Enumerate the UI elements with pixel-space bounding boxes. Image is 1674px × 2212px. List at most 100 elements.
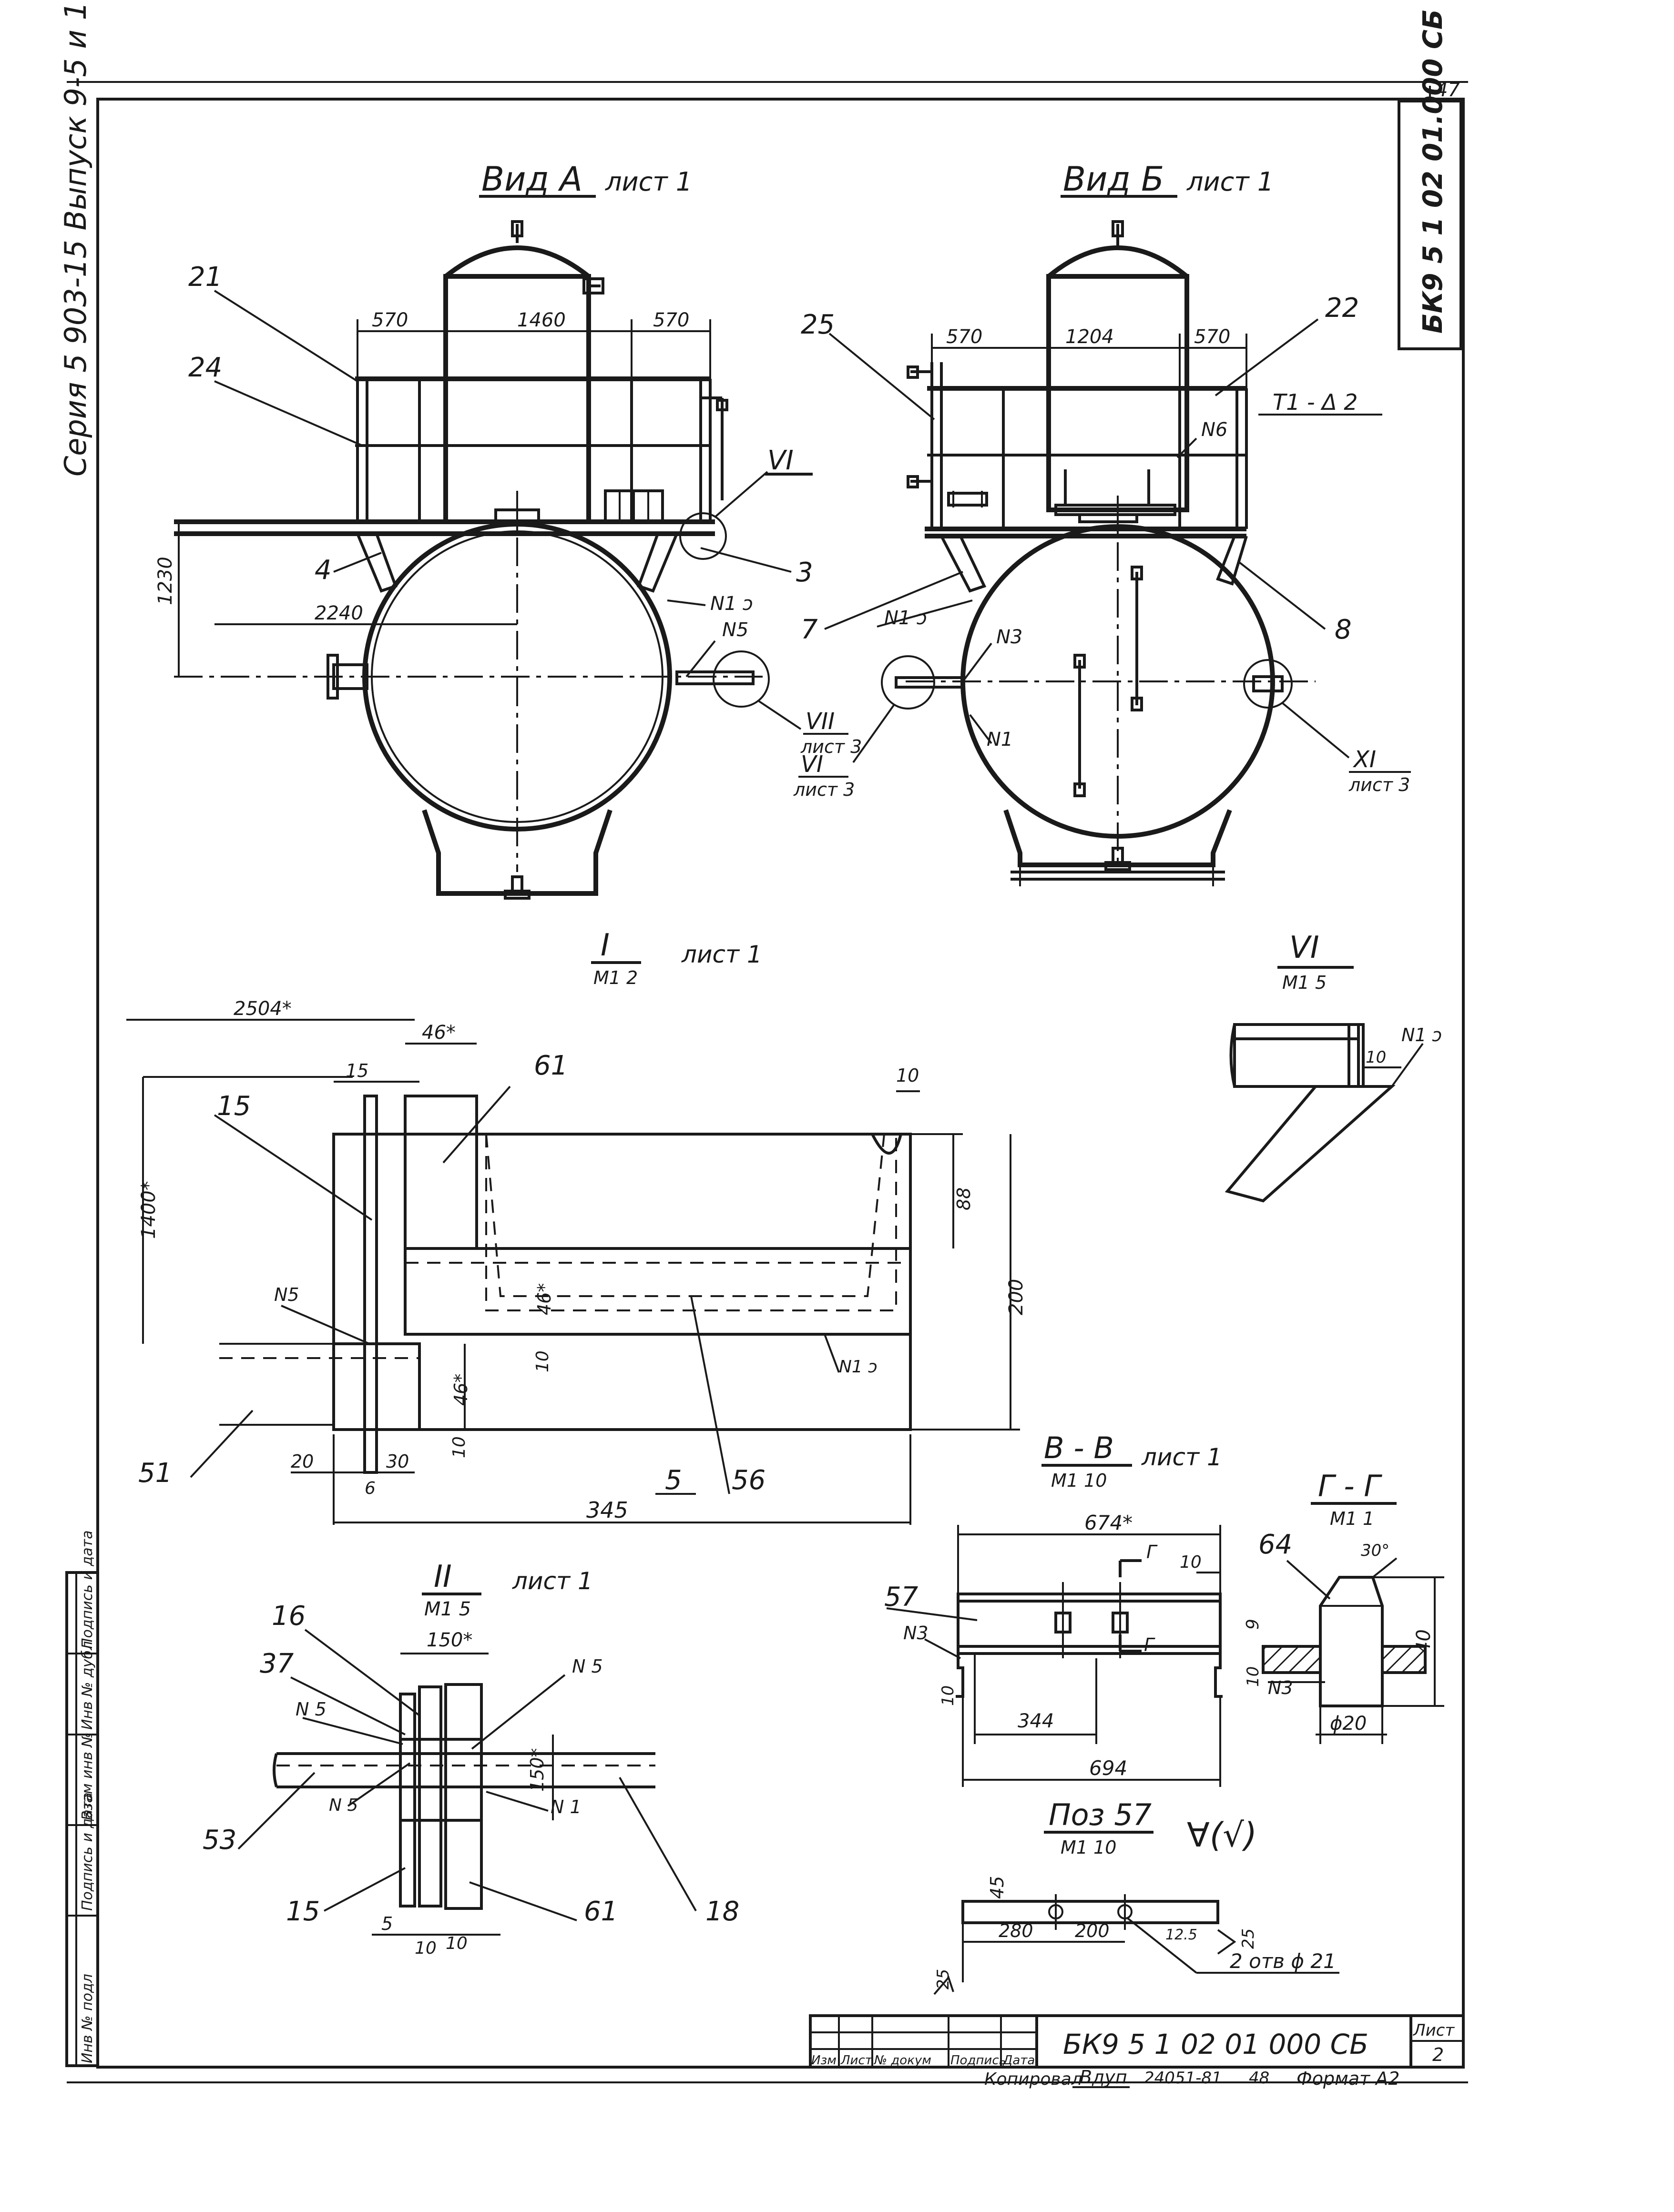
view-b-detail-vi-sheet: лист 3	[793, 779, 855, 800]
view-a-detail-vi: VI	[767, 445, 794, 476]
section-bb-cut-g-top: Г	[1146, 1542, 1158, 1563]
poz57-holes-note: 2 отв ϕ 21	[1230, 1949, 1336, 1973]
view-a-title: Вид А	[481, 160, 582, 199]
section-gg-dim-40: 40	[1413, 1629, 1435, 1654]
view-a-callout-21: 21	[188, 262, 222, 293]
view-a-dim-2240: 2240	[315, 602, 363, 624]
section-1-callout-n1: N1 ɔ	[839, 1357, 878, 1377]
section-1: I М1 2 лист 1 2504* 46* 15 10	[126, 928, 1027, 1525]
section-gg-dim-phi20: ϕ20	[1330, 1713, 1367, 1735]
poz57-title: Поз 57	[1049, 1797, 1152, 1832]
section-bb-dim-674: 674*	[1084, 1511, 1133, 1534]
section-2-callout-53: 53	[203, 1825, 236, 1856]
view-b-callout-t1: T1 - Δ 2	[1273, 389, 1358, 415]
view-b-callout-n6: N6	[1201, 419, 1227, 441]
strip-sign-date-1: Подпись и дата	[79, 1793, 96, 1911]
section-6-scale: М1 5	[1282, 972, 1327, 993]
poz57-roughness: ∀(√)	[1187, 1816, 1257, 1855]
poz57: Поз 57 М1 10 ∀(√) 45 280 200 25 25 12.5 …	[933, 1797, 1339, 1995]
section-1-dim-10-low: 10	[449, 1436, 469, 1458]
section-2: II М1 5 лист 1 150* 150* 5 10 10 16 37 N…	[203, 1559, 739, 1958]
section-6-callout-n1: N1 ɔ	[1401, 1025, 1442, 1045]
section-bb-dim-10-side: 10	[939, 1685, 958, 1706]
section-2-dim-150-top: 150*	[427, 1629, 472, 1651]
view-b-callout-22: 22	[1325, 293, 1359, 324]
poz57-dim-200: 200	[1075, 1920, 1110, 1941]
title-col-doc: № докум	[873, 2053, 931, 2068]
view-a-callout-3: 3	[796, 557, 813, 588]
section-1-dim-1400: 1400*	[138, 1181, 160, 1239]
view-a-dim-570-right: 570	[653, 309, 689, 331]
view-a-callout-n5: N5	[722, 619, 748, 641]
view-a-dim-1230: 1230	[154, 557, 176, 605]
view-b-callout-8: 8	[1335, 614, 1352, 645]
footer-order: 24051-81	[1144, 2069, 1222, 2088]
view-a-callout-24: 24	[188, 352, 222, 383]
section-bb-callout-57: 57	[884, 1582, 919, 1613]
section-2-dim-150-side: 150*	[527, 1748, 548, 1792]
section-2-callout-n5-low: N 5	[329, 1796, 358, 1815]
section-gg-dim-30deg: 30°	[1361, 1541, 1389, 1560]
section-1-dim-10-top: 10	[896, 1065, 919, 1086]
poz57-dim-25-right: 25	[1239, 1928, 1258, 1949]
section-2-scale: М1 5	[424, 1598, 471, 1620]
view-b: Вид Б лист 1	[793, 160, 1411, 886]
view-b-callout-25: 25	[801, 309, 835, 340]
view-b-dim-1204: 1204	[1065, 326, 1114, 348]
footer-num: 48	[1249, 2069, 1269, 2088]
view-b-dim-570-right: 570	[1194, 326, 1230, 348]
section-1-callout-56: 56	[732, 1465, 766, 1496]
footer: Копировал Вдуп 24051-81 48 Формат А2	[984, 2067, 1399, 2089]
section-1-dim-46-low: 46*	[450, 1374, 471, 1406]
view-a-detail-vii: VII	[806, 708, 835, 735]
title-col-sign: Подпись	[950, 2053, 1006, 2068]
section-1-dim-6: 6	[365, 1479, 376, 1498]
side-code-text: БК9 5 1 02 01.000 СБ	[1418, 9, 1449, 334]
poz57-dim-45: 45	[987, 1876, 1008, 1899]
section-1-dim-200: 200	[1005, 1279, 1027, 1315]
section-bb-sheet-ref: лист 1	[1141, 1443, 1222, 1471]
section-bb-dim-694: 694	[1089, 1756, 1127, 1780]
sheet-corner-number: 47	[1436, 79, 1460, 101]
view-a-sheet-ref: лист 1	[605, 167, 692, 197]
section-2-callout-15: 15	[286, 1896, 320, 1927]
view-a: Вид А лист 1	[154, 160, 862, 900]
section-6: VI М1 5 10 N1 ɔ	[1225, 930, 1442, 1203]
section-1-sheet-ref: лист 1	[681, 941, 762, 968]
section-2-callout-16: 16	[272, 1601, 306, 1632]
section-bb-cut-g-bottom: Г	[1144, 1634, 1155, 1655]
section-1-dim-30: 30	[386, 1451, 409, 1472]
section-gg-dim-9: 9	[1243, 1619, 1263, 1630]
view-b-detail-vi: VI	[801, 751, 823, 778]
strip-inv-dubl: Инв № дубл	[79, 1641, 96, 1730]
strip-inv-podl: Инв № подл	[79, 1974, 96, 2063]
section-1-dim-46-mid: 46*	[534, 1283, 555, 1315]
strip-vzam-inv: Взам инв №	[79, 1732, 96, 1820]
section-bb-title: В - В	[1044, 1431, 1114, 1465]
section-gg-callout-64: 64	[1258, 1529, 1292, 1560]
section-2-sheet-ref: лист 1	[512, 1567, 593, 1595]
section-2-dim-10-left: 10	[415, 1938, 437, 1958]
section-1-callout-61: 61	[534, 1050, 568, 1081]
view-a-callout-4: 4	[315, 555, 332, 586]
poz57-scale: М1 10	[1061, 1837, 1116, 1858]
view-b-dim-570-left: 570	[946, 326, 982, 348]
section-gg: Г - Г М1 1 30° 40 9 10 ϕ20 64 N3	[1243, 1469, 1444, 1744]
view-b-title: Вид Б	[1063, 160, 1164, 199]
section-1-dim-88: 88	[953, 1187, 974, 1210]
title-col-date: Дата	[1002, 2053, 1035, 2068]
section-6-roman: VI	[1289, 930, 1319, 965]
section-2-dim-10-right: 10	[446, 1934, 468, 1953]
left-admin-strip: Инв № подл Подпись и дата Взам инв № Инв…	[65, 1531, 99, 2067]
section-1-callout-51: 51	[138, 1458, 172, 1489]
section-2-callout-61: 61	[584, 1896, 618, 1927]
view-b-detail-xi: XI	[1352, 746, 1376, 773]
section-1-scale: М1 2	[593, 967, 638, 988]
section-1-roman: I	[601, 928, 610, 963]
footer-copied: Копировал	[984, 2070, 1082, 2089]
section-6-dim-10: 10	[1366, 1048, 1386, 1067]
footer-format: Формат А2	[1296, 2068, 1399, 2089]
title-block: Изм Лист № докум Подпись Дата БК9 5 1 02…	[809, 2014, 1465, 2069]
side-code-box: БК9 5 1 02 01.000 СБ	[1398, 9, 1462, 350]
